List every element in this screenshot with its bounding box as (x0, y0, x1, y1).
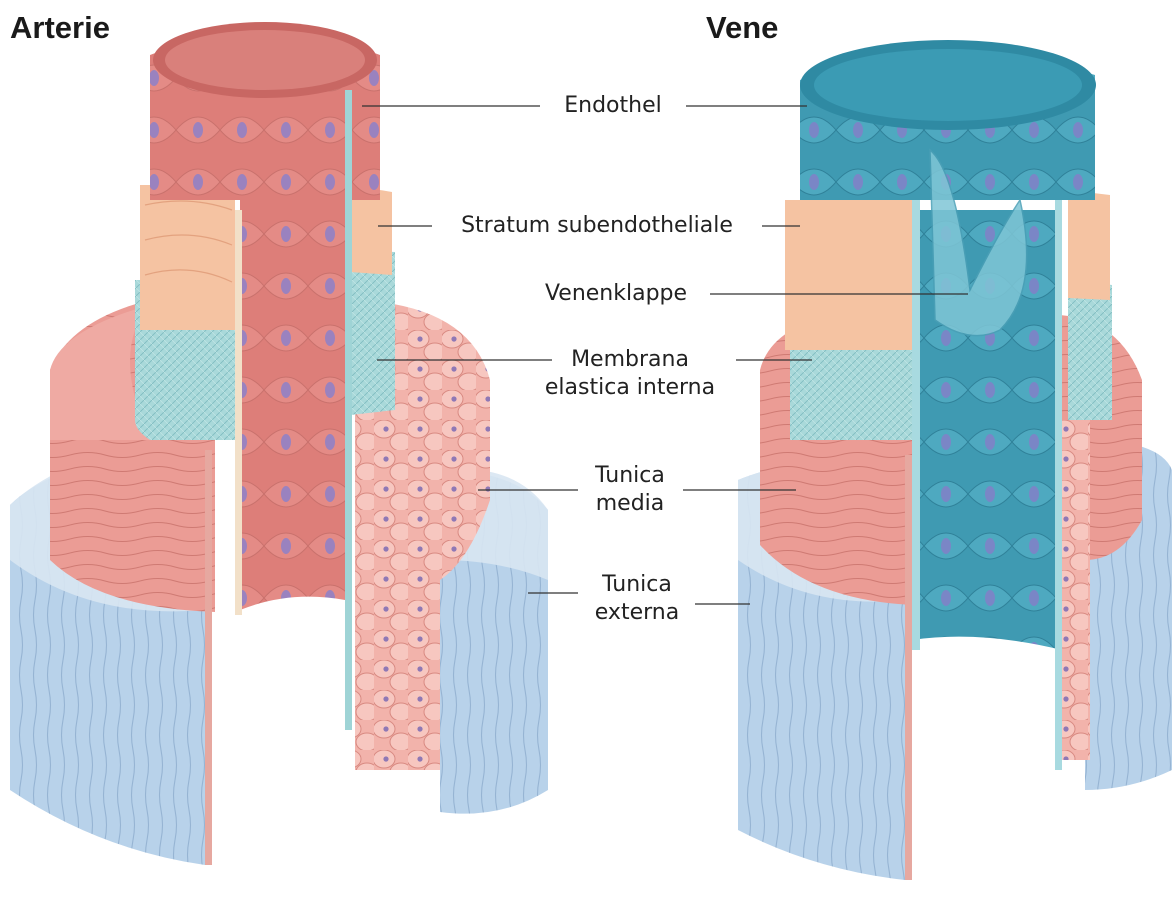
label-media-line1: Tunica (582, 462, 678, 490)
label-membrana-line1: Membrana (530, 346, 730, 374)
label-endothel: Endothel (548, 92, 678, 120)
label-media-line2: media (582, 490, 678, 518)
vein-illustration (738, 40, 1172, 880)
label-membrana-line2: elastica interna (530, 374, 730, 402)
vein-subendothel (785, 200, 912, 350)
label-tunica-externa: Tunica externa (584, 571, 690, 627)
label-membrana-elastica: Membrana elastica interna (530, 346, 730, 402)
label-externa-line1: Tunica (584, 571, 690, 599)
vein-media-cells (1062, 420, 1090, 760)
label-externa-line2: externa (584, 599, 690, 627)
artery-illustration (10, 22, 548, 865)
label-subendothel: Stratum subendotheliale (438, 212, 756, 240)
label-venenklappe: Venenklappe (530, 280, 702, 308)
label-tunica-media: Tunica media (582, 462, 678, 518)
